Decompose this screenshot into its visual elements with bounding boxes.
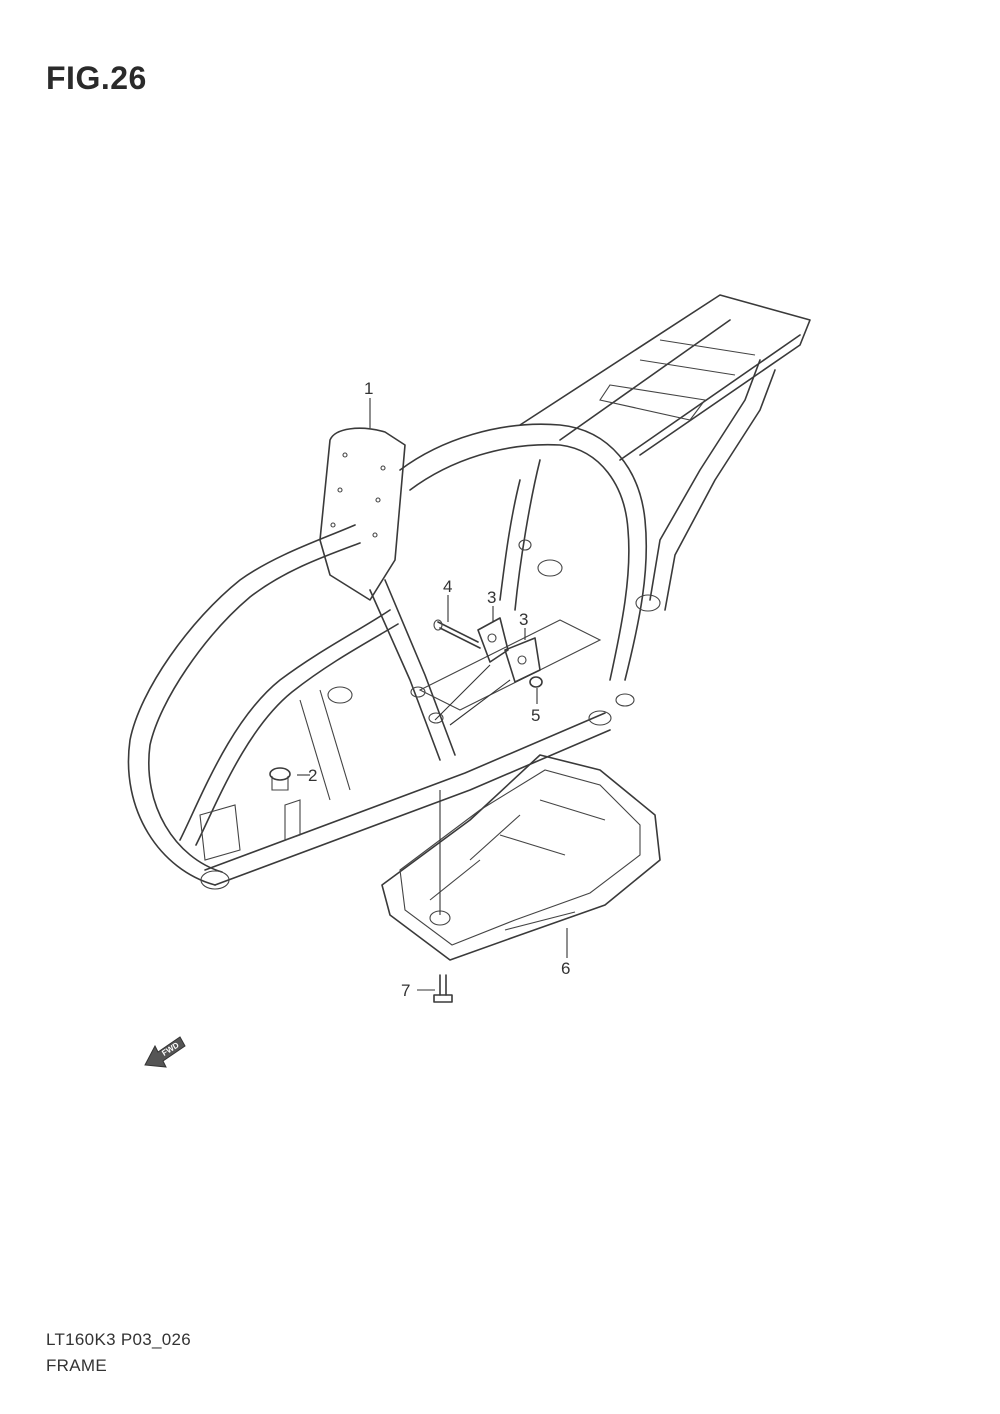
fwd-arrow-icon: FWD (144, 1036, 186, 1068)
callout-3b: 3 (519, 610, 528, 629)
bracket-part-3b[interactable] (504, 637, 541, 683)
bolt-part-2[interactable] (269, 767, 291, 791)
callout-2: 2 (308, 766, 317, 785)
bolt-part-4[interactable] (433, 619, 481, 649)
callout-4: 4 (443, 577, 452, 596)
callout-6: 6 (561, 959, 570, 978)
callout-5: 5 (531, 706, 540, 725)
figure-title: FIG.26 (46, 60, 147, 96)
bolt-part-7[interactable] (433, 974, 453, 1003)
frame-part[interactable] (127, 294, 811, 890)
callout-7: 7 (401, 981, 410, 1000)
callout-1: 1 (364, 379, 373, 398)
nut-part-5[interactable] (529, 676, 543, 688)
callout-3a: 3 (487, 588, 496, 607)
skid-plate-part-6[interactable] (381, 754, 661, 961)
drawing-name: FRAME (46, 1356, 107, 1375)
leader-lines (297, 398, 568, 991)
drawing-code: LT160K3 P03_026 (46, 1330, 192, 1349)
bracket-part-3a[interactable] (477, 617, 509, 663)
